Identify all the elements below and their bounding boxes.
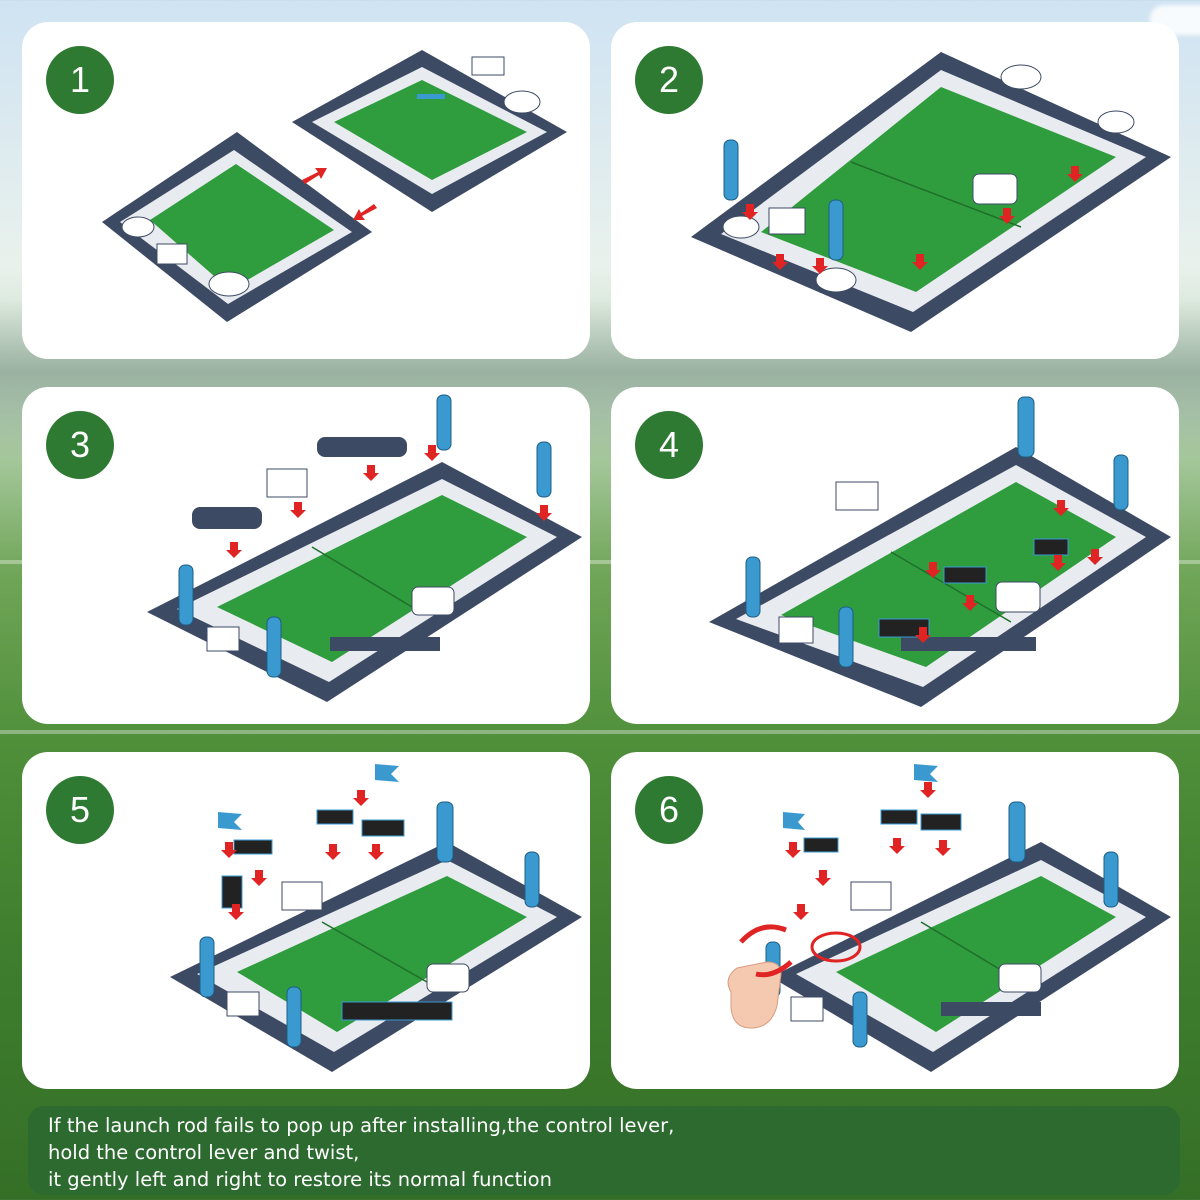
highlight-circle bbox=[810, 931, 862, 963]
instruction-note: If the launch rod fails to pop up after … bbox=[28, 1106, 1180, 1195]
red-arrow-icon bbox=[226, 445, 552, 558]
launch-rod-icon bbox=[199, 801, 540, 1048]
net-icon bbox=[803, 809, 962, 853]
background-field-line bbox=[0, 560, 1200, 564]
launch-rod-icon bbox=[745, 396, 1129, 668]
step-4-illustration bbox=[709, 396, 1171, 707]
step-card-4: 4 bbox=[611, 387, 1179, 724]
step-card-6: 6 bbox=[611, 752, 1179, 1089]
hand-icon bbox=[727, 961, 782, 1029]
step-3-illustration bbox=[147, 394, 582, 702]
flag-icon bbox=[783, 764, 938, 830]
note-line-2: hold the control lever and twist, bbox=[48, 1141, 360, 1164]
note-line-3: it gently left and right to restore its … bbox=[48, 1168, 552, 1191]
step-1-illustration bbox=[102, 50, 567, 322]
step-number-badge: 4 bbox=[635, 411, 703, 479]
flag-icon bbox=[218, 764, 399, 830]
step-number-badge: 1 bbox=[46, 46, 114, 114]
note-line-1: If the launch rod fails to pop up after … bbox=[48, 1114, 675, 1137]
red-arrow-icon bbox=[742, 166, 1083, 274]
step-5-illustration bbox=[170, 764, 582, 1072]
rotate-arrow-icon bbox=[739, 924, 793, 978]
red-arrow-icon bbox=[785, 782, 951, 920]
red-arrow-icon bbox=[302, 168, 377, 220]
launch-rod-icon bbox=[723, 139, 844, 261]
net-icon bbox=[878, 538, 1069, 638]
step-number-badge: 6 bbox=[635, 776, 703, 844]
net-icon bbox=[221, 809, 405, 909]
step-card-1: 1 bbox=[22, 22, 590, 359]
red-arrow-icon bbox=[221, 790, 384, 920]
step-2-illustration bbox=[691, 52, 1171, 332]
background-field-line bbox=[0, 730, 1200, 734]
step-6-illustration bbox=[727, 764, 1171, 1072]
step-number-badge: 2 bbox=[635, 46, 703, 114]
step-card-3: 3 bbox=[22, 387, 590, 724]
step-number-badge: 3 bbox=[46, 411, 114, 479]
red-arrow-icon bbox=[915, 500, 1103, 643]
step-card-5: 5 bbox=[22, 752, 590, 1089]
launch-rod-icon bbox=[178, 394, 552, 678]
step-number-badge: 5 bbox=[46, 776, 114, 844]
step-card-2: 2 bbox=[611, 22, 1179, 359]
